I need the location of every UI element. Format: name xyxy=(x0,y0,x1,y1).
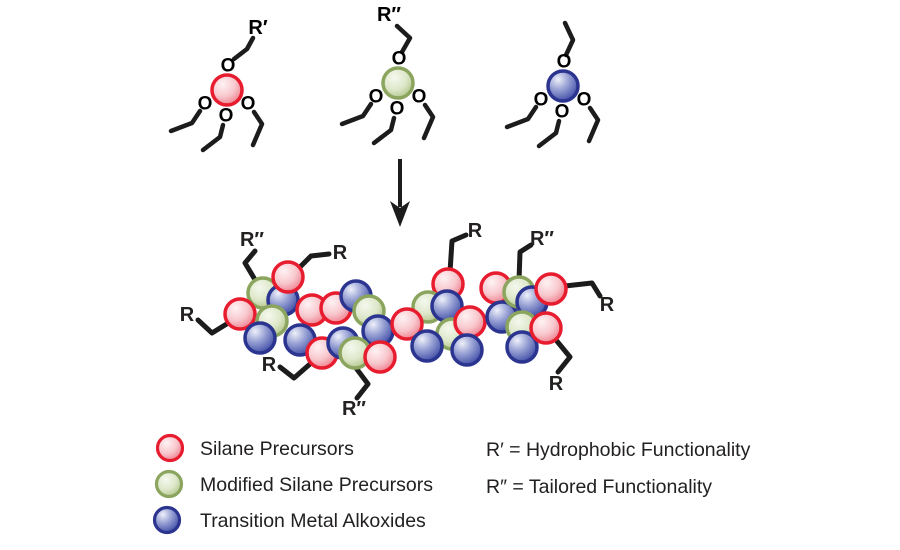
red-precursor-sphere xyxy=(453,305,487,339)
ethoxy-bond-right xyxy=(250,109,265,148)
metal-atom-sphere xyxy=(546,69,580,103)
modified-silane-precursor-structure: O O O O R″ xyxy=(339,4,436,146)
legend: Silane Precursors Modified Silane Precur… xyxy=(152,433,433,535)
red-precursor-sphere xyxy=(529,311,563,345)
functional-group-label: R xyxy=(180,304,195,326)
reaction-arrow xyxy=(390,159,410,227)
red-precursor-sphere xyxy=(534,272,568,306)
functional-group-bond xyxy=(562,280,603,299)
functional-group-label: R xyxy=(468,220,483,242)
functional-group-label: R″ xyxy=(530,228,554,250)
ethoxy-bond-left xyxy=(168,108,203,134)
functional-group-bond xyxy=(553,337,573,375)
ethoxy-bond-top xyxy=(562,20,576,58)
cluster-bonds xyxy=(195,232,603,401)
oxygen-label: O xyxy=(557,52,572,73)
legend-green-sphere xyxy=(154,469,184,499)
functional-group-bond xyxy=(353,365,371,401)
hybrid-network-cluster: R″ R R R R″ R R″ R R xyxy=(180,220,615,420)
red-precursor-sphere xyxy=(390,307,424,341)
cluster-spheres xyxy=(223,260,568,374)
functional-group-label: R xyxy=(600,294,615,316)
r-double-prime-label: R″ xyxy=(377,4,401,26)
oxygen-label: O xyxy=(241,94,256,115)
silicon-atom-sphere xyxy=(210,73,244,107)
functional-group-label: R xyxy=(262,354,277,376)
blue-precursor-sphere xyxy=(243,321,277,355)
modified-silicon-atom-sphere xyxy=(381,66,415,100)
oxygen-label: O xyxy=(392,49,407,70)
r-prime-label: R′ xyxy=(248,17,267,39)
oxygen-label: O xyxy=(221,56,236,77)
oxygen-label: O xyxy=(534,90,549,111)
legend-label-silane: Silane Precursors xyxy=(200,438,354,460)
oxygen-label: O xyxy=(412,87,427,108)
oxygen-label: O xyxy=(369,87,384,108)
red-precursor-sphere xyxy=(223,297,257,331)
functional-group-bond xyxy=(447,232,469,275)
r-prime-bond xyxy=(231,35,256,62)
ethoxy-bond-bottom xyxy=(536,118,562,149)
ethoxy-bond-right xyxy=(421,102,436,141)
legend-red-sphere xyxy=(155,433,185,463)
functional-group-bond xyxy=(516,242,534,284)
silane-precursor-structure: O O O O R′ xyxy=(168,17,268,153)
ethoxy-bond-bottom xyxy=(200,122,226,153)
oxygen-label: O xyxy=(219,106,234,127)
note-r-prime: R′ = Hydrophobic Functionality xyxy=(486,439,751,461)
functional-group-label: R xyxy=(549,373,564,395)
functional-group-label: R″ xyxy=(240,229,264,251)
transition-metal-alkoxide-structure: O O O O xyxy=(504,20,601,149)
cluster-labels: R″ R R R R″ R R″ R R xyxy=(180,220,615,420)
red-precursor-sphere xyxy=(271,260,305,294)
ethoxy-bond-left xyxy=(504,104,539,130)
blue-precursor-sphere xyxy=(505,330,539,364)
legend-label-modified-silane: Modified Silane Precursors xyxy=(200,474,433,496)
legend-blue-sphere xyxy=(152,505,182,535)
oxygen-label: O xyxy=(390,99,405,120)
ethoxy-bond-bottom xyxy=(371,115,397,146)
r-double-prime-bond xyxy=(394,23,413,55)
red-precursor-sphere xyxy=(363,340,397,374)
ethoxy-bond-right xyxy=(586,105,601,144)
blue-precursor-sphere xyxy=(410,329,444,363)
oxygen-label: O xyxy=(577,90,592,111)
functionality-notes: R′ = Hydrophobic Functionality R″ = Tail… xyxy=(486,439,751,498)
note-r-double-prime: R″ = Tailored Functionality xyxy=(486,476,712,498)
ethoxy-bond-left xyxy=(339,101,374,127)
functional-group-label: R xyxy=(333,242,348,264)
legend-label-metal-alkoxide: Transition Metal Alkoxides xyxy=(200,510,426,532)
oxygen-label: O xyxy=(555,102,570,123)
arrow-head xyxy=(390,201,410,227)
oxygen-label: O xyxy=(198,94,213,115)
functional-group-label: R″ xyxy=(342,398,366,420)
blue-precursor-sphere xyxy=(450,333,484,367)
